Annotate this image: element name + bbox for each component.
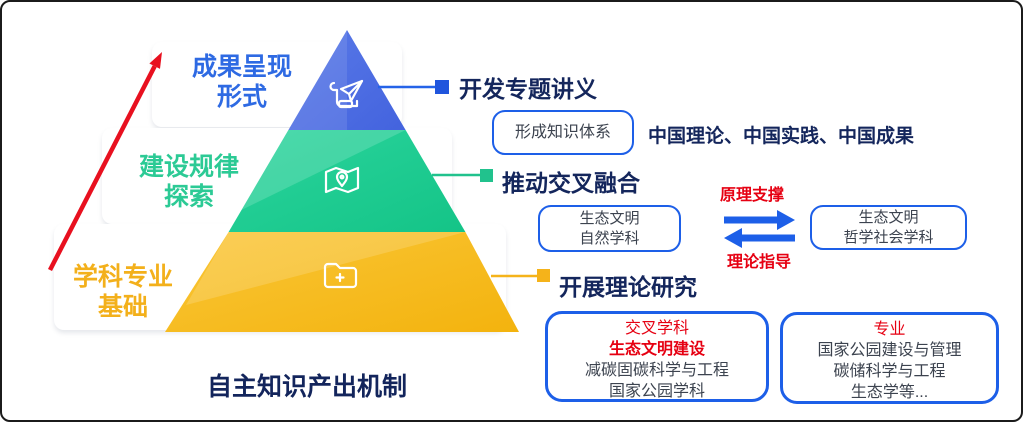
national-park-management: 国家公园建设与管理 (817, 342, 962, 359)
tier-label-middle: 建设规律 探索 (107, 152, 271, 212)
major-title: 专业 (873, 321, 906, 338)
eco-philosophy-box: 生态文明 哲学社会学科 (810, 205, 967, 250)
exchange-arrows-icon (724, 210, 795, 248)
connector-middle (432, 169, 493, 182)
tier-label-middle-line2: 探索 (163, 183, 214, 211)
heading-theoretical-research: 开展理论研究 (559, 274, 697, 300)
tier-label-bottom-line2: 基础 (97, 293, 148, 321)
tier-label-top: 成果呈现 形式 (160, 52, 324, 112)
tier-label-bottom: 学科专业 基础 (41, 262, 205, 322)
tier-label-top-line2: 形式 (216, 83, 267, 111)
knowledge-system-label: 形成知识体系 (514, 123, 611, 141)
map-location-pin-icon (324, 166, 360, 194)
tier-label-middle-line1: 建设规律 (138, 153, 239, 181)
pyramid-tier-top (288, 30, 406, 130)
pyramid-tier-bottom (165, 232, 519, 332)
square-bullet-yellow (537, 269, 550, 282)
knowledge-system-box: 形成知识体系 (492, 110, 634, 155)
major-box: 专业 国家公园建设与管理 碳储科学与工程 生态学等... (780, 312, 999, 404)
heading-cross-integration: 推动交叉融合 (502, 170, 640, 196)
folder-plus-icon (323, 262, 358, 289)
pyramid-tier-middle (228, 130, 466, 232)
carbon-science-engineering: 减碳固碳科学与工程 (584, 362, 729, 379)
heading-develop-lectures: 开发专题讲义 (459, 76, 597, 102)
cross-discipline-title: 交叉学科 (624, 320, 689, 337)
ecology-etc: 生态学等... (850, 384, 929, 401)
eco-natural-science-box: 生态文明 自然学科 (538, 205, 681, 252)
pyramid (165, 30, 519, 332)
growth-arrow-icon (47, 52, 162, 272)
connector-bottom (491, 269, 550, 282)
connector-top (378, 80, 449, 94)
tier-label-bottom-line1: 学科专业 (72, 263, 173, 291)
cross-discipline-box: 交叉学科 生态文明建设 减碳固碳科学与工程 国家公园学科 (545, 311, 769, 402)
national-park-discipline: 国家公园学科 (608, 383, 705, 400)
eco-natural-line2: 自然学科 (579, 229, 640, 247)
scroll-paper-plane-icon (329, 79, 364, 109)
carbon-storage-engineering: 碳储科学与工程 (833, 363, 946, 380)
diagram-caption: 自主知识产出机制 (206, 373, 407, 401)
china-achievements-text: 中国理论、中国实践、中国成果 (648, 126, 915, 147)
tier-label-top-line1: 成果呈现 (191, 53, 292, 81)
square-bullet-green (480, 169, 493, 182)
eco-philosophy-line2: 哲学社会学科 (843, 228, 934, 246)
eco-civilization-construction: 生态文明建设 (608, 341, 705, 358)
theory-guidance-label: 理论指导 (726, 254, 791, 271)
eco-philosophy-line1: 生态文明 (858, 208, 919, 226)
principle-support-label: 原理支撑 (719, 187, 784, 204)
square-bullet-blue (435, 80, 449, 94)
eco-natural-line1: 生态文明 (579, 209, 640, 227)
